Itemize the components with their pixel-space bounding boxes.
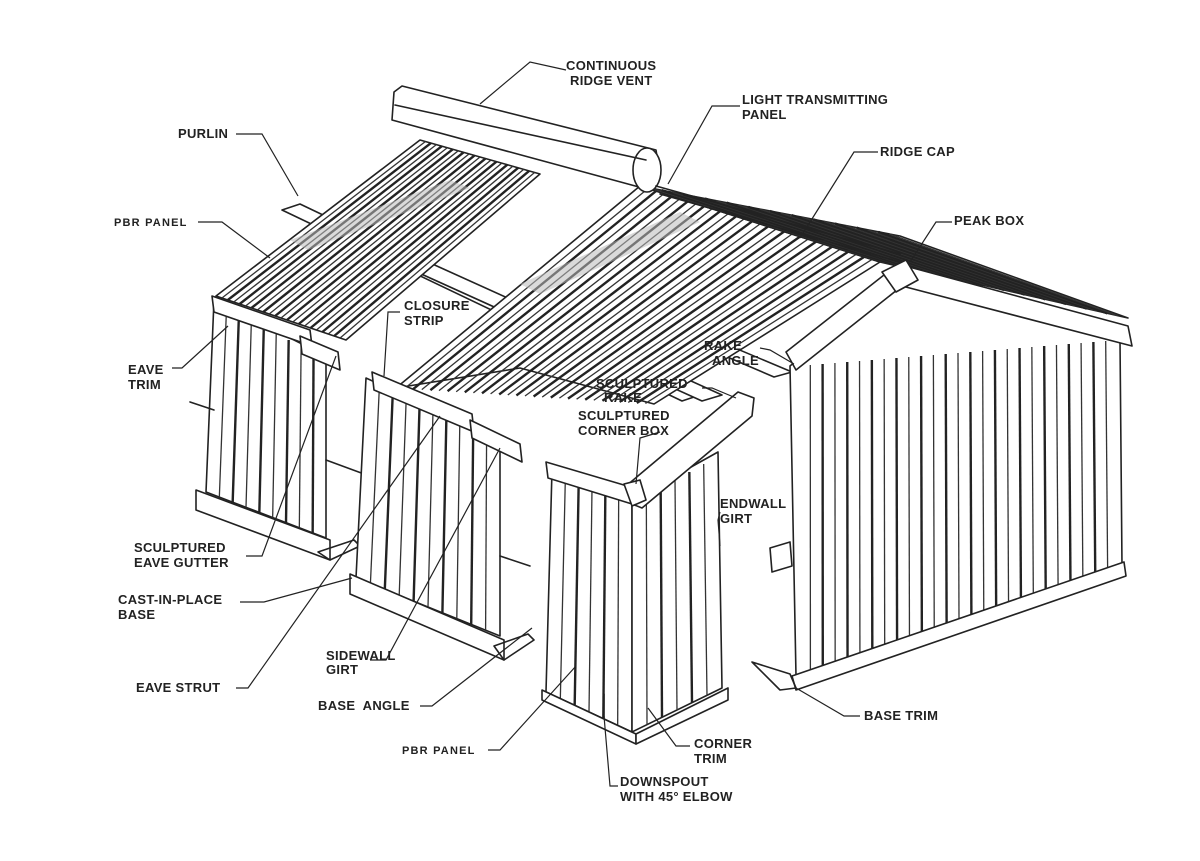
label-sidewall-girt: SIDEWALL GIRT	[326, 648, 399, 677]
label-eave-strut: EAVE STRUT	[136, 680, 220, 695]
wall-rib	[884, 359, 885, 644]
label-sculptured-corner-box: SCULPTURED CORNER BOX	[578, 408, 674, 438]
label-base-trim: BASE TRIM	[864, 708, 938, 723]
label-endwall-girt: ENDWALL GIRT	[720, 496, 790, 526]
label-sculptured-eave-gutter: SCULPTURED EAVE GUTTER	[134, 540, 230, 570]
corner-panel-front	[542, 392, 754, 744]
wall-rib	[1069, 344, 1071, 581]
label-pbr-panel-wall: PBR PANEL	[402, 745, 476, 757]
wall-rib	[896, 358, 897, 640]
label-base-angle: BASE ANGLE	[318, 698, 429, 713]
label-closure-strip: CLOSURE STRIP	[404, 298, 474, 328]
wall-rib	[946, 354, 947, 623]
wall-rib	[646, 496, 647, 725]
wall-rib	[909, 357, 910, 636]
wall-rib	[1044, 346, 1046, 589]
wall-rib	[933, 355, 934, 627]
sidewall-panel-middle	[350, 372, 534, 660]
wall-rib	[1020, 348, 1021, 598]
label-downspout: DOWNSPOUT WITH 45° ELBOW	[620, 774, 733, 804]
wall-rib	[921, 356, 922, 632]
endwall	[752, 260, 1132, 690]
label-light-transmitting-panel: LIGHT TRANSMITTING PANEL	[742, 92, 892, 122]
label-purlin: PURLIN	[178, 126, 228, 141]
label-corner-trim: CORNER TRIM	[694, 736, 756, 766]
label-cast-in-place-base: CAST-IN-PLACE BASE	[118, 592, 226, 622]
wall-rib	[661, 488, 662, 717]
wall-rib	[970, 352, 971, 615]
label-pbr-panel-roof: PBR PANEL	[114, 217, 188, 229]
wall-rib	[995, 350, 996, 606]
label-ridge-cap: RIDGE CAP	[880, 144, 955, 159]
label-peak-box: PEAK BOX	[954, 213, 1024, 228]
label-continuous-ridge-vent: CONTINUOUS RIDGE VENT	[566, 58, 660, 88]
label-eave-trim: EAVE TRIM	[128, 362, 168, 392]
wall-rib	[313, 352, 314, 533]
